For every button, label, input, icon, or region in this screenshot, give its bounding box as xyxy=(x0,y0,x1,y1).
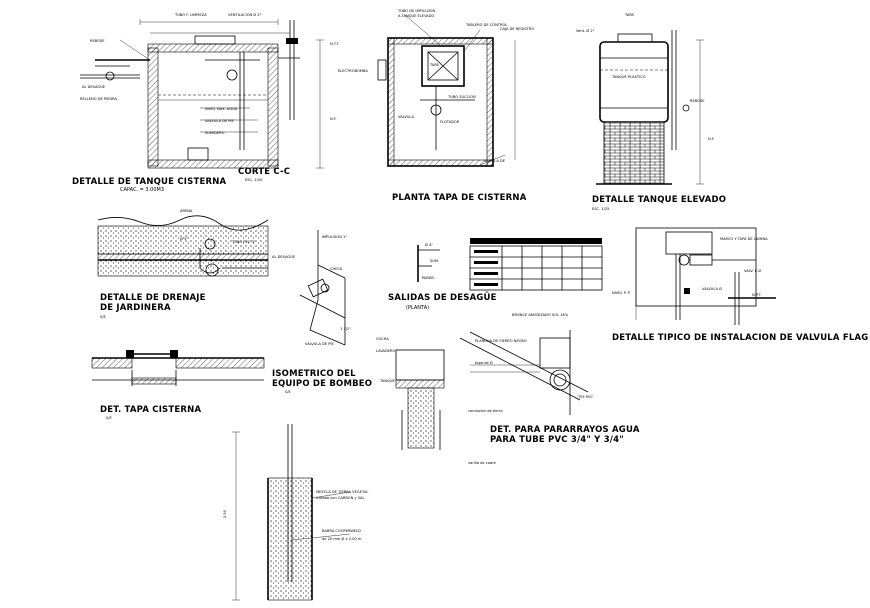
svg-text:Ø 3": Ø 3" xyxy=(180,236,188,241)
svg-text:REBOSE: REBOSE xyxy=(690,99,705,103)
svg-text:REBOSE: REBOSE xyxy=(90,39,105,43)
tanque-elevado-scale: ESC. 1/25 xyxy=(592,207,609,211)
drenaje-tag: AL DESAGÜE xyxy=(272,254,296,259)
tapa-cisterna-title: DET. TAPA CISTERNA xyxy=(100,405,201,415)
svg-text:Vent. Ø 2": Vent. Ø 2" xyxy=(576,28,595,33)
svg-text:MARCO Y TAPA DE LAMINA: MARCO Y TAPA DE LAMINA xyxy=(720,237,768,241)
svg-text:BRONCE ANODIZADO SOL 18%: BRONCE ANODIZADO SOL 18% xyxy=(512,313,569,317)
svg-text:A TANQUE ELEVADO: A TANQUE ELEVADO xyxy=(398,14,435,18)
tanque-elevado-title: DETALLE TANQUE ELEVADO xyxy=(592,195,726,205)
detail-isometrico-bombeo: IMPULSION 1" CHECK 1 1/2" VALVULA DE PIE xyxy=(299,230,351,346)
detail-cisterna-section: TUBO F. LIMPIEZA VENTILACION Ø 2" REBOSE… xyxy=(80,12,340,169)
svg-text:RELLENO DE PIEDRA: RELLENO DE PIEDRA xyxy=(80,97,117,101)
detail-pozo-tierra: 2.50 MEZCLA DE TIERRA VEGETAL tratado co… xyxy=(223,424,368,601)
planta-tapa-title: PLANTA TAPA DE CISTERNA xyxy=(392,193,527,203)
corte-title: CORTE C-C xyxy=(238,167,290,177)
svg-text:VALVULA DE PIE: VALVULA DE PIE xyxy=(305,342,334,346)
svg-text:PARED: PARED xyxy=(422,276,434,280)
svg-text:VALVULA Ø: VALVULA Ø xyxy=(702,286,722,291)
drenaje-title-1: DETALLE DE DRENAJE xyxy=(100,293,206,303)
svg-text:CAJA DE REGISTRO: CAJA DE REGISTRO xyxy=(500,27,534,31)
cisterna-capacity: CAPAC. = 3.00M3 xyxy=(120,187,164,193)
svg-text:TUBO SUCCION: TUBO SUCCION xyxy=(447,95,476,99)
svg-text:LAVADERO: LAVADERO xyxy=(376,349,396,353)
svg-text:VALV. F. Ø: VALV. F. Ø xyxy=(744,268,761,273)
pozo-label-2-line-1: BARRA COOPERWELD xyxy=(322,529,361,533)
svg-text:N.F.: N.F. xyxy=(330,117,336,121)
detail-pararrayo: BRONCE ANODIZADO SOL 18% PLANCHA DE FIER… xyxy=(376,313,594,465)
svg-text:FLOTADOR: FLOTADOR xyxy=(440,120,460,124)
pararrayo-title-1: DET. PARA PARARRAYOS AGUA xyxy=(490,425,640,435)
detail-tanque-elevado: Vent. Ø 2" TAPA TANQUE PLASTICO REBOSE N… xyxy=(576,13,714,185)
pozo-dimension: 2.50 xyxy=(223,509,227,518)
pozo-label-1-line-2: tratado con CARBON y SAL xyxy=(316,496,365,500)
svg-text:TUBO F. LIMPIEZA: TUBO F. LIMPIEZA xyxy=(174,13,207,17)
detail-tapa-cisterna xyxy=(91,350,265,386)
salidas-subtitle: (PLANTA) xyxy=(406,305,429,311)
detail-planta-tapa: TUBO DE IMPULSION A TANQUE ELEVADO TABLE… xyxy=(338,9,534,167)
svg-text:Ø 4": Ø 4" xyxy=(425,242,433,247)
drenaje-scale: S/E xyxy=(100,315,106,319)
svg-text:TANQUE: TANQUE xyxy=(379,379,396,383)
schedule-table xyxy=(469,238,603,291)
isometrico-title-2: EQUIPO DE BOMBEO xyxy=(272,379,372,389)
isometrico-title-1: ISOMETRICO DEL xyxy=(272,369,356,379)
svg-text:TANQUE PLASTICO: TANQUE PLASTICO xyxy=(611,75,646,79)
pozo-label-2-line-2: de 20 mm Ø x 2.00 m xyxy=(322,536,362,541)
detail-valvula-flag: MARCO Y TAPA DE LAMINA VALV. F. Ø NIVEL … xyxy=(612,227,776,325)
svg-text:VENTILACION Ø 2": VENTILACION Ø 2" xyxy=(228,12,262,17)
svg-text:TAPA: TAPA xyxy=(624,13,634,17)
svg-text:AL DESAGÜE: AL DESAGÜE xyxy=(82,84,106,89)
svg-text:VALVULA: VALVULA xyxy=(398,115,414,119)
cisterna-title: DETALLE DE TANQUE CISTERNA xyxy=(72,177,227,187)
svg-text:NIVEL MAX. AGUA: NIVEL MAX. AGUA xyxy=(205,107,238,111)
valvula-flag-title: DETALLE TIPICO DE INSTALACION DE VALVULA… xyxy=(612,333,868,343)
svg-text:VALVULA DE PIE: VALVULA DE PIE xyxy=(205,119,234,123)
svg-text:CHECK: CHECK xyxy=(330,267,343,271)
svg-text:TABLERO DE CONTROL: TABLERO DE CONTROL xyxy=(465,23,507,27)
svg-text:TUBO PVC 3": TUBO PVC 3" xyxy=(231,240,256,244)
pararrayo-note-2: varilla de cobre xyxy=(468,461,497,465)
svg-text:TUBO DE IMPULSION: TUBO DE IMPULSION xyxy=(397,9,436,13)
isometrico-scale: S/E xyxy=(285,390,291,394)
svg-text:TAPA: TAPA xyxy=(429,63,439,67)
svg-text:N.T.T.: N.T.T. xyxy=(330,42,340,46)
svg-text:1 1/2": 1 1/2" xyxy=(340,327,351,331)
svg-text:SUM.: SUM. xyxy=(430,259,439,263)
svg-text:IMPULSION 1": IMPULSION 1" xyxy=(322,235,347,239)
pararrayo-title-2: PARA TUBE PVC 3/4" Y 3/4" xyxy=(490,435,624,445)
svg-text:CUCHA: CUCHA xyxy=(376,337,389,341)
svg-text:NIVEL P. P.: NIVEL P. P. xyxy=(612,291,631,295)
corte-scale: ESC. 1/50 xyxy=(245,178,263,182)
svg-text:N.P.T.: N.P.T. xyxy=(752,293,762,297)
detail-salidas-desague: Ø 4" SUM. PARED xyxy=(417,242,440,282)
svg-text:ELECTROBOMBA: ELECTROBOMBA xyxy=(338,69,368,73)
pozo-label-1-line-1: MEZCLA DE TIERRA VEGETAL xyxy=(316,490,368,494)
svg-text:TEE PVC: TEE PVC xyxy=(577,395,594,399)
svg-text:ARENA: ARENA xyxy=(180,209,193,213)
detail-drenaje-jardinera: ARENA TUBO PVC 3" Ø 3" AL DESAGÜE xyxy=(97,209,296,277)
drenaje-title-2: DE JARDINERA xyxy=(100,303,171,313)
svg-text:tapa de Ø: tapa de Ø xyxy=(475,360,493,365)
tapa-cisterna-scale: S/E xyxy=(106,416,112,420)
svg-text:SUMIDERO: SUMIDERO xyxy=(205,131,225,135)
svg-text:N.F.: N.F. xyxy=(708,137,714,141)
svg-text:PLANCHA DE FIERRO NEGRO: PLANCHA DE FIERRO NEGRO xyxy=(475,339,527,343)
pararrayo-note-1: conductor de tierra xyxy=(468,409,503,413)
salidas-title: SALIDAS DE DESAGÜE xyxy=(388,292,497,303)
svg-text:VARILLA DE: VARILLA DE xyxy=(484,159,506,163)
